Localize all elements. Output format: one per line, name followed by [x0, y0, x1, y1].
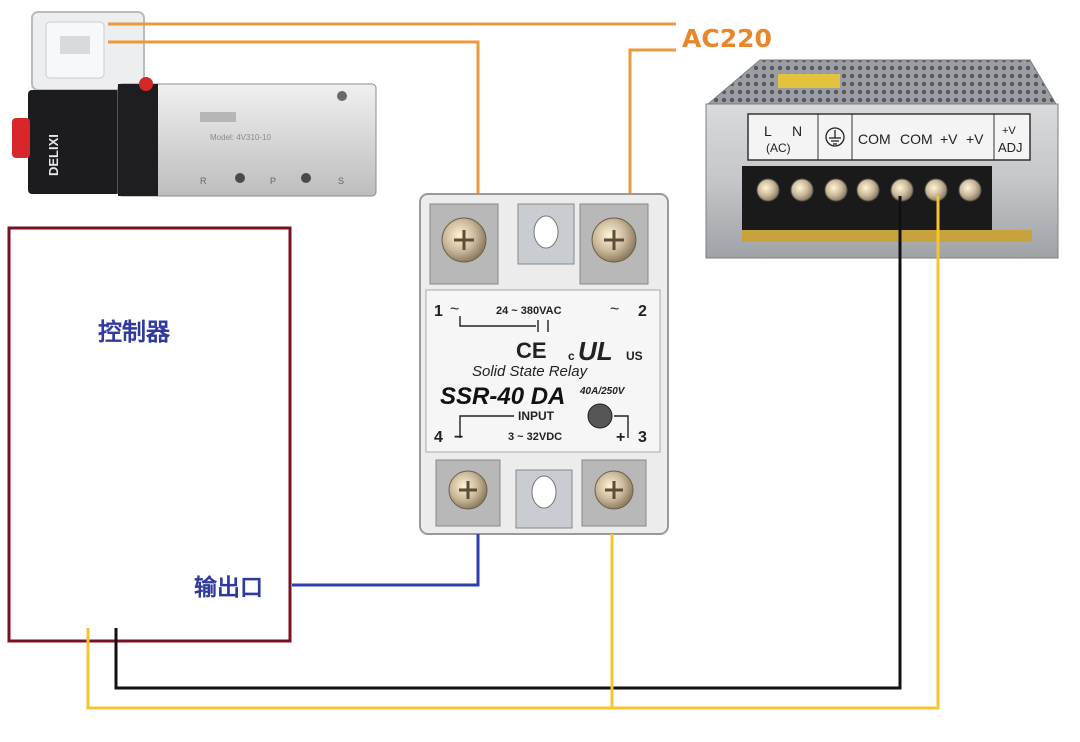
- psu-terminal-v-1: +V: [940, 131, 958, 147]
- controller-label: 控制器: [98, 318, 170, 346]
- power-supply: L N (AC) COM COM +V +V +V ADJ: [705, 59, 1059, 259]
- valve-model: Model: 4V310-10: [210, 133, 271, 142]
- valve-port-s: S: [338, 176, 344, 186]
- signal-wire-blue: [292, 534, 480, 587]
- psu-terminal-l: L: [764, 123, 772, 139]
- psu-terminal-n: N: [792, 123, 802, 139]
- psu-ac-note: (AC): [766, 141, 791, 155]
- valve-port-r: R: [200, 176, 207, 186]
- psu-terminal-screws: [756, 178, 982, 202]
- ac220-label: AC220: [682, 24, 772, 53]
- solid-state-relay: 1 ~ ~ 2 24 ~ 380VAC CE c UL US Solid Sta…: [419, 193, 669, 535]
- valve-port-p: P: [270, 176, 276, 186]
- relay-terminal-2: 2: [638, 303, 647, 320]
- relay-model: SSR-40 DA: [440, 383, 565, 410]
- relay-terminal-1: 1: [434, 303, 443, 320]
- relay-rating: 40A/250V: [579, 386, 626, 397]
- relay-ul-mark: UL: [578, 336, 613, 366]
- solenoid-valve: DELIXI Model: 4V310-10 R P S: [12, 11, 377, 197]
- ac-wires: [108, 22, 676, 200]
- relay-ac-range: 24 ~ 380VAC: [496, 305, 562, 317]
- dc-negative-wire: [114, 196, 902, 690]
- relay-terminal-4: 4: [434, 429, 443, 446]
- relay-ul-c: c: [568, 349, 575, 363]
- ground-icon: [825, 127, 845, 147]
- relay-input-label: INPUT: [518, 409, 555, 423]
- controller-box: [7, 226, 292, 643]
- psu-adj: ADJ: [998, 140, 1023, 155]
- dc-positive-wire: [86, 196, 940, 710]
- relay-indicator-led: [587, 403, 613, 429]
- ac-wire-relay-to-supply: [628, 48, 676, 200]
- output-port-label: 输出口: [194, 575, 263, 601]
- valve-coil: [28, 90, 120, 194]
- relay-name: Solid State Relay: [472, 363, 589, 380]
- ac-wire-valve-to-relay: [108, 40, 480, 200]
- relay-terminal-3: 3: [638, 429, 647, 446]
- relay-plus: +: [616, 429, 625, 446]
- relay-ul-us: US: [626, 349, 643, 363]
- svg-text:~: ~: [610, 301, 619, 318]
- relay-minus: −: [454, 429, 463, 446]
- relay-dc-range: 3 ~ 32VDC: [508, 431, 562, 443]
- valve-brand: DELIXI: [46, 134, 61, 176]
- relay-label-panel: [425, 289, 661, 453]
- psu-terminal-com-1: COM: [858, 131, 891, 147]
- psu-terminal-com-2: COM: [900, 131, 933, 147]
- relay-ce-mark: CE: [516, 338, 547, 363]
- psu-terminal-v-2: +V: [966, 131, 984, 147]
- psu-label-strip: [747, 113, 1031, 161]
- psu-terminal-v-adj: +V: [1002, 125, 1016, 137]
- svg-text:~: ~: [450, 301, 459, 318]
